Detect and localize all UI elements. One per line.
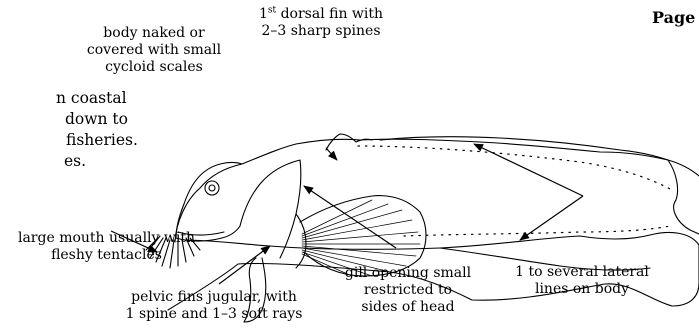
lateral-line-upper [358, 146, 672, 190]
pectoral-fin [300, 196, 426, 276]
label-line: gill opening small [344, 265, 472, 282]
label-line: cycloid scales [84, 59, 224, 76]
label-line: 1st dorsal fin with [246, 6, 396, 23]
ordinal-suffix: st [268, 5, 276, 15]
tail-fin [668, 160, 699, 234]
gill-opening [296, 214, 306, 268]
label-pelvic-fins: pelvic fins jugular, with 1 spine and 1–… [109, 289, 319, 323]
label-line: lines on body [509, 281, 655, 298]
head-outline [176, 162, 242, 238]
label-line: fleshy tentacles [4, 247, 209, 264]
fish-back-outline [175, 139, 699, 242]
label-line: large mouth usually with [4, 230, 209, 247]
pointer-pelvic [219, 246, 270, 284]
label-gill-opening: gill opening small restricted to sides o… [344, 265, 472, 316]
label-line: 1 spine and 1–3 soft rays [109, 306, 319, 323]
label-lateral-lines: 1 to several lateral lines on body [509, 264, 655, 298]
label-line: pelvic fins jugular, with [109, 289, 319, 306]
label-line: restricted to [344, 282, 472, 299]
label-mouth: large mouth usually with fleshy tentacle… [4, 230, 209, 264]
label-body-scales: body naked or covered with small cycloid… [84, 25, 224, 76]
eye [205, 181, 219, 195]
eye-pupil [209, 185, 215, 191]
first-dorsal-fin [326, 134, 372, 150]
gill-cover [240, 160, 301, 258]
pointer-lateral-upper [474, 144, 583, 196]
label-line: 2–3 sharp spines [246, 23, 396, 40]
label-line: 1 to several lateral [509, 264, 655, 281]
pointer-dorsal-spines [326, 148, 337, 160]
label-dorsal-fin: 1st dorsal fin with 2–3 sharp spines [246, 6, 396, 40]
label-text: dorsal fin with [276, 6, 383, 22]
ordinal-number: 1 [259, 6, 268, 22]
label-line: body naked or [84, 25, 224, 42]
label-line: covered with small [84, 42, 224, 59]
pointer-lateral-lower [520, 196, 583, 240]
label-line: sides of head [344, 299, 472, 316]
